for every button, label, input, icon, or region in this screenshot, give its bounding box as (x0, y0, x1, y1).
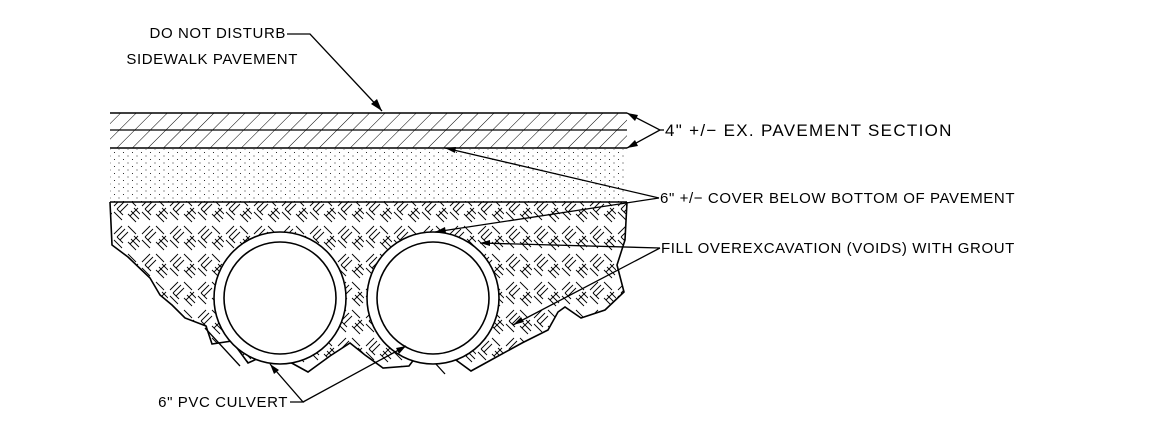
culvert-right (366, 231, 500, 365)
label-cover-below: 6" +/− COVER BELOW BOTTOM OF PAVEMENT (660, 190, 1015, 207)
label-fill-overexcavation: FILL OVEREXCAVATION (VOIDS) WITH GROUT (661, 240, 1015, 257)
label-pavement-section: 4" +/− EX. PAVEMENT SECTION (665, 121, 953, 140)
leader-lines (269, 33, 664, 403)
culvert-left (213, 231, 347, 365)
label-pvc-culvert: 6" PVC CULVERT (158, 394, 288, 411)
label-sidewalk-pavement: SIDEWALK PAVEMENT (126, 51, 298, 68)
pavement-section (110, 112, 627, 149)
base-layer (110, 149, 627, 203)
callout-labels: DO NOT DISTURB SIDEWALK PAVEMENT 4" +/− … (126, 25, 1015, 411)
label-do-not-disturb: DO NOT DISTURB (150, 25, 286, 42)
